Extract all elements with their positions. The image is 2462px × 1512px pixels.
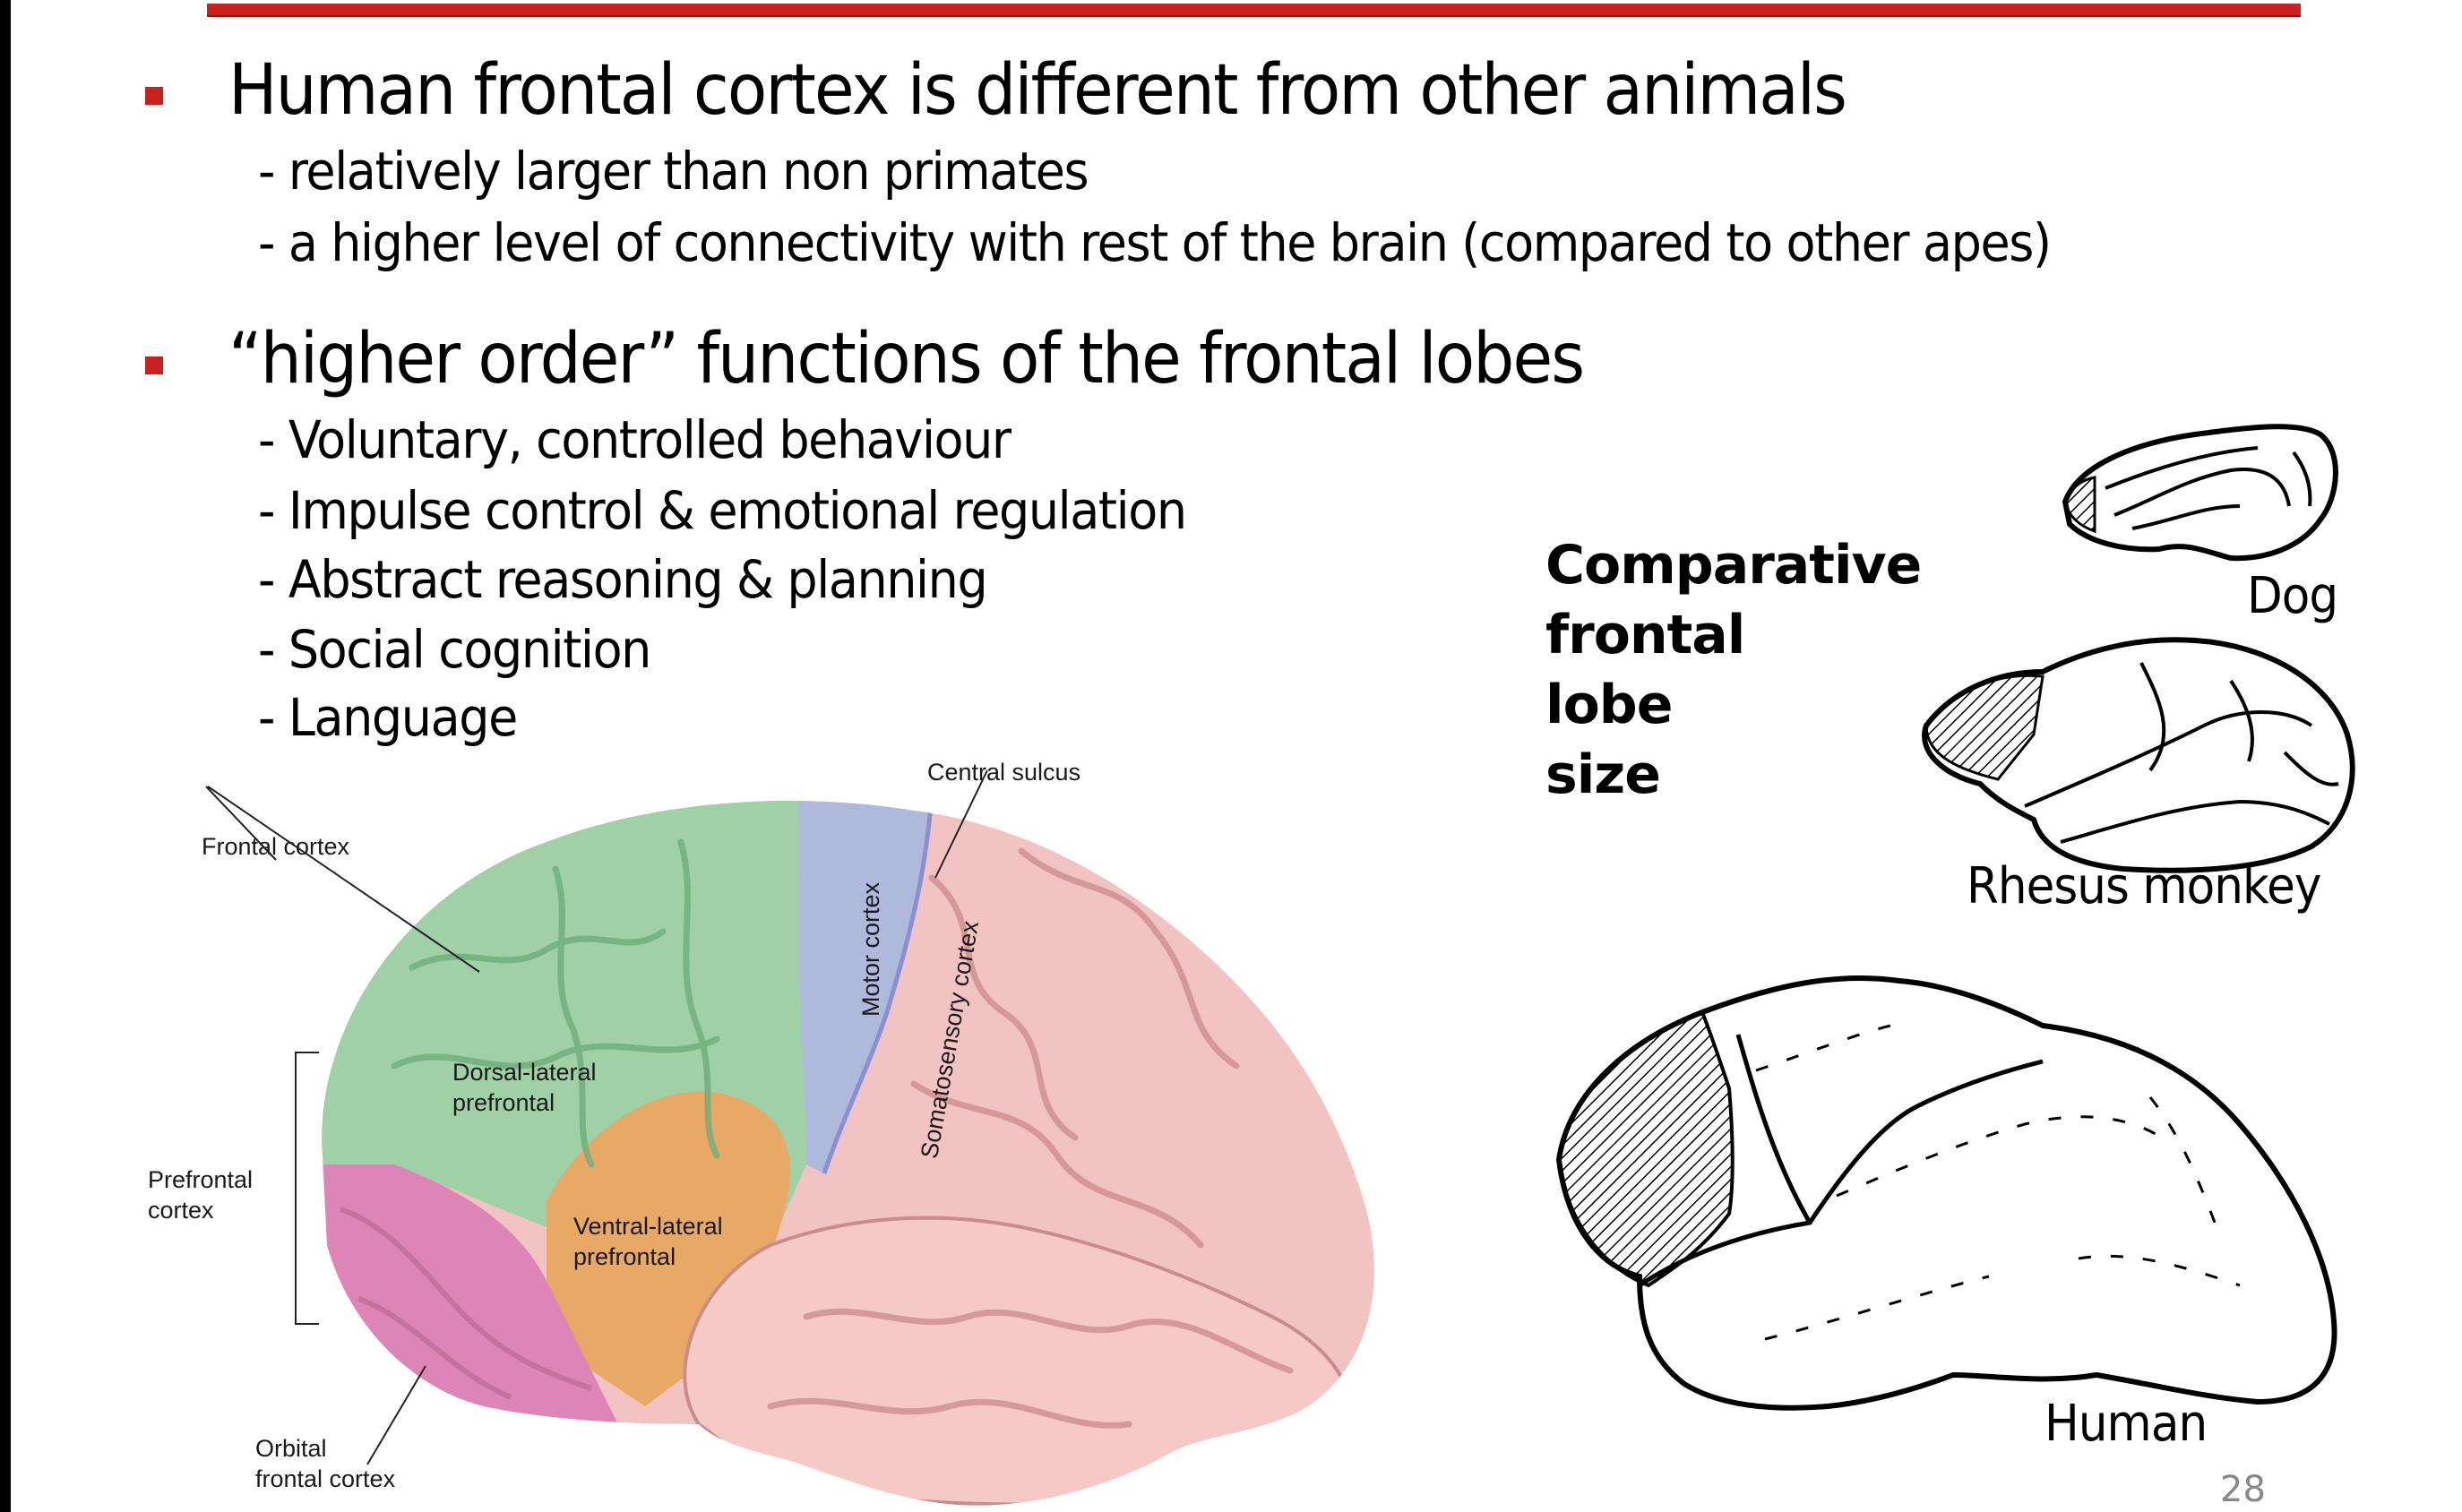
label-dog: Dog bbox=[2247, 567, 2338, 625]
bullet-marker-icon bbox=[145, 357, 163, 374]
subitem-2-1: - Voluntary, controlled behaviour bbox=[258, 409, 1011, 470]
label-human: Human bbox=[2044, 1395, 2208, 1453]
label-motor-cortex: Motor cortex bbox=[857, 881, 884, 1017]
subitem-2-4: - Social cognition bbox=[258, 619, 651, 680]
comparative-title-line: size bbox=[1545, 743, 1661, 806]
label-dorsal-lateral-line1: Dorsal-lateral bbox=[452, 1059, 597, 1086]
subitem-1-2: - a higher level of connectivity with re… bbox=[258, 212, 2052, 273]
title-rule bbox=[207, 4, 2301, 15]
label-prefrontal-line1: Prefrontal bbox=[148, 1166, 254, 1193]
monkey-brain-drawing bbox=[1908, 627, 2365, 878]
human-brain-drawing bbox=[1541, 963, 2365, 1420]
subitem-1-1: - relatively larger than non primates bbox=[258, 141, 1089, 202]
subitem-2-5: - Language bbox=[258, 687, 518, 748]
label-orbital-line1: Orbital bbox=[255, 1435, 327, 1462]
subitem-2-2: - Impulse control & emotional regulation bbox=[258, 480, 1187, 541]
dog-brain-drawing bbox=[2052, 417, 2347, 573]
bullet-marker-icon bbox=[145, 87, 163, 105]
comparative-title: Comparative frontal lobe size bbox=[1545, 530, 1922, 810]
label-central-sulcus: Central sulcus bbox=[927, 759, 1081, 786]
label-frontal-cortex: Frontal cortex bbox=[202, 833, 350, 860]
label-prefrontal-line2: cortex bbox=[148, 1197, 214, 1224]
brain-regions-figure bbox=[125, 743, 1433, 1512]
label-dorsal-lateral-line2: prefrontal bbox=[452, 1089, 555, 1116]
bullet-heading-2: “higher order” functions of the frontal … bbox=[228, 319, 1585, 399]
bullet-heading-1: Human frontal cortex is different from o… bbox=[228, 50, 1847, 131]
comparative-title-line: lobe bbox=[1545, 674, 1673, 736]
label-rhesus-monkey: Rhesus monkey bbox=[1967, 857, 2321, 915]
page-number: 28 bbox=[2220, 1469, 2266, 1510]
label-ventral-lateral-line2: prefrontal bbox=[573, 1243, 676, 1270]
label-orbital-line2: frontal cortex bbox=[255, 1465, 396, 1492]
subitem-2-3: - Abstract reasoning & planning bbox=[258, 549, 988, 610]
brain-illustration bbox=[205, 769, 1374, 1506]
label-ventral-lateral-line1: Ventral-lateral bbox=[573, 1213, 723, 1240]
prefrontal-bracket bbox=[295, 1052, 319, 1325]
window-left-edge bbox=[0, 0, 11, 1512]
leader-frontal bbox=[205, 786, 277, 861]
comparative-title-line: frontal bbox=[1545, 604, 1745, 666]
comparative-title-line: Comparative bbox=[1545, 534, 1922, 597]
